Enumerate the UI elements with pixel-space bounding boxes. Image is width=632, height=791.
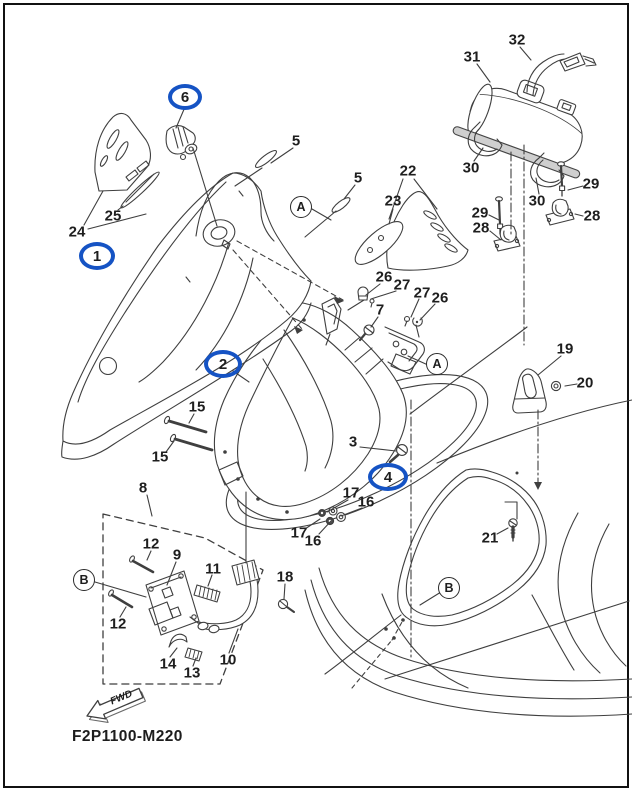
callout-25: 25 — [104, 207, 122, 225]
callout-letter-b-deck: B — [438, 577, 460, 599]
callout-6-highlighted: 6 — [168, 84, 202, 110]
callout-5: 5 — [291, 132, 301, 150]
callout-12b: 12 — [109, 615, 127, 633]
callout-27b: 27 — [413, 284, 431, 302]
callout-30-left: 30 — [462, 159, 480, 177]
callout-13: 13 — [183, 664, 201, 682]
projection-lines — [232, 240, 344, 334]
callout-15b: 15 — [151, 448, 169, 466]
callout-32: 32 — [508, 31, 526, 49]
callout-18: 18 — [276, 568, 294, 586]
latch-bracket-parts — [108, 555, 295, 662]
callout-29-right: 29 — [582, 175, 600, 193]
callout-4-highlighted: 4 — [368, 463, 408, 491]
callout-letter-a-mid: A — [426, 353, 448, 375]
callout-26b: 26 — [431, 289, 449, 307]
callout-10: 10 — [219, 651, 237, 669]
hood-latch — [165, 125, 198, 161]
callout-30-right: 30 — [528, 192, 546, 210]
callout-15a: 15 — [188, 398, 206, 416]
centerlines — [410, 144, 542, 658]
callout-16b: 16 — [304, 532, 322, 550]
detail-box-dashed — [102, 513, 264, 685]
callout-14: 14 — [159, 655, 177, 673]
callout-2-highlighted: 2 — [204, 350, 242, 378]
callout-3: 3 — [348, 433, 358, 451]
hatch-cover — [213, 297, 425, 521]
callout-7: 7 — [375, 301, 385, 319]
callout-letter-a-top: A — [290, 196, 312, 218]
callout-21: 21 — [481, 529, 499, 547]
callout-1-highlighted: 1 — [79, 242, 115, 270]
callout-31: 31 — [463, 48, 481, 66]
callout-20: 20 — [576, 374, 594, 392]
callout-letter-b-box: B — [73, 569, 95, 591]
resonator-assembly — [452, 52, 597, 252]
hinge-plates — [354, 191, 469, 271]
callout-5b: 5 — [353, 169, 363, 187]
callout-16a: 16 — [357, 493, 375, 511]
callout-8: 8 — [138, 479, 148, 497]
hood-lock-bracket — [504, 368, 562, 542]
small-fasteners — [163, 286, 423, 526]
callout-22: 22 — [399, 162, 417, 180]
strap — [526, 52, 597, 96]
callout-27a: 27 — [393, 276, 411, 294]
callout-12a: 12 — [142, 535, 160, 553]
callout-23: 23 — [384, 192, 402, 210]
callout-17b: 17 — [290, 524, 308, 542]
bracket-28-left — [493, 224, 521, 252]
callout-29-left: 29 — [471, 204, 489, 222]
bolt-29-right — [557, 161, 566, 197]
callout-24: 24 — [68, 223, 86, 241]
diagram-part-code: F2P1100-M220 — [72, 728, 183, 745]
bolt-29-left — [495, 196, 504, 235]
visor-bracket — [94, 112, 160, 209]
hatch-opening-seal-b — [397, 468, 547, 627]
bracket-28-right — [545, 198, 575, 226]
callout-28-left: 28 — [472, 219, 490, 237]
callout-28-right: 28 — [583, 207, 601, 225]
callout-17a: 17 — [342, 484, 360, 502]
callout-9: 9 — [172, 546, 182, 564]
callout-26a: 26 — [375, 268, 393, 286]
fwd-arrow: FWD — [86, 687, 146, 723]
callout-11: 11 — [205, 560, 221, 578]
leader-lines — [83, 46, 584, 667]
clamp-30-left — [467, 121, 503, 157]
callout-19: 19 — [556, 340, 574, 358]
trim-strips-5 — [254, 149, 351, 213]
